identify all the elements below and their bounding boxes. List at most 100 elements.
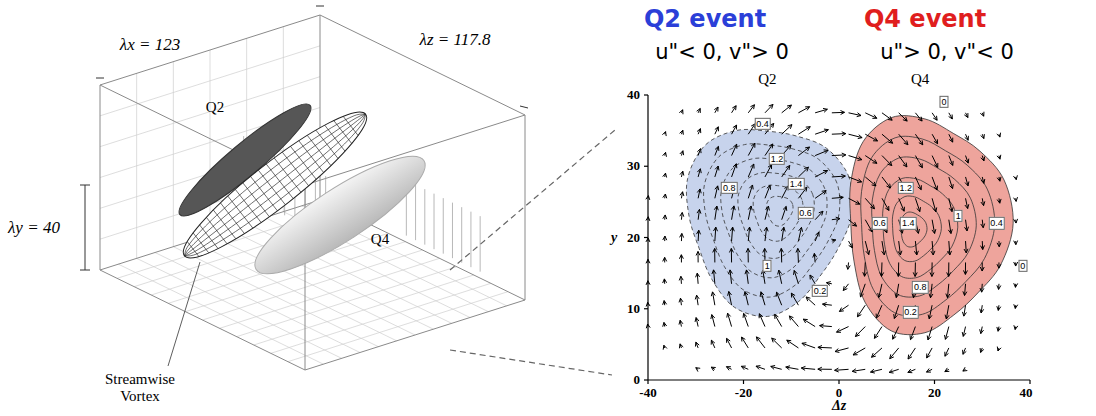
- velocity-vector: [759, 314, 765, 327]
- axis-tick: -40: [639, 386, 656, 401]
- velocity-vector: [711, 315, 715, 327]
- section-line: [415, 185, 416, 241]
- velocity-vector: [715, 166, 719, 177]
- velocity-vector: [882, 177, 891, 188]
- vortex-line: [274, 158, 301, 192]
- velocity-vector: [913, 262, 917, 276]
- axis-line: [743, 380, 744, 384]
- velocity-vector: [997, 284, 1001, 290]
- grid-line: [288, 292, 508, 362]
- velocity-vector: [779, 248, 783, 262]
- contour-label: 0.4: [988, 217, 1005, 229]
- velocity-vector: [726, 367, 731, 371]
- velocity-vector: [1014, 241, 1018, 245]
- velocity-vector: [949, 113, 953, 119]
- velocity-vector: [765, 165, 772, 177]
- velocity-vector: [744, 292, 748, 306]
- velocity-vector: [730, 227, 734, 241]
- velocity-vector: [679, 320, 683, 326]
- velocity-vector: [663, 236, 667, 241]
- velocity-vector: [679, 276, 683, 283]
- contour-line: [892, 196, 941, 262]
- axis-line: [644, 308, 648, 309]
- velocity-vector: [832, 132, 846, 136]
- velocity-vector: [711, 292, 715, 305]
- velocity-vector: [898, 241, 902, 255]
- velocity-vector: [835, 348, 849, 353]
- contour-line: [686, 129, 852, 316]
- velocity-vector: [798, 227, 802, 241]
- velocity-vector: [980, 284, 984, 292]
- velocity-vector: [980, 348, 984, 353]
- velocity-vector: [791, 293, 798, 305]
- contour-line: [721, 158, 827, 278]
- velocity-vector: [1014, 262, 1018, 266]
- velocity-vector: [980, 262, 984, 271]
- velocity-vector: [962, 327, 966, 337]
- velocity-vector: [890, 348, 899, 359]
- velocity-vector: [728, 291, 732, 305]
- velocity-vector: [695, 342, 699, 348]
- contour-line: [901, 212, 927, 247]
- velocity-vector: [963, 284, 967, 296]
- velocity-vector: [680, 212, 684, 219]
- velocity-vector: [981, 198, 985, 205]
- axis-tick: 20: [627, 230, 640, 245]
- velocity-vector: [782, 125, 792, 135]
- velocity-vector: [697, 129, 701, 135]
- velocity-vector: [908, 348, 915, 359]
- velocity-vector: [663, 194, 667, 198]
- velocity-vector: [815, 232, 819, 241]
- velocity-vector: [926, 369, 932, 373]
- velocity-vector: [949, 134, 953, 142]
- velocity-vector: [899, 198, 905, 211]
- velocity-vector: [927, 348, 932, 358]
- box-edge: [525, 115, 526, 300]
- velocity-vector: [679, 110, 683, 114]
- contour-label: 1: [763, 260, 772, 272]
- velocity-vector: [945, 305, 949, 319]
- velocity-vector: [849, 220, 857, 226]
- contour-line: [704, 144, 840, 297]
- velocity-vector: [798, 147, 809, 156]
- axis-tick: -20: [735, 386, 752, 401]
- contour-label: 0.8: [721, 181, 738, 193]
- velocity-vector: [815, 150, 828, 156]
- velocity-vector: [679, 255, 683, 263]
- velocity-vector: [882, 134, 893, 143]
- velocity-vector: [914, 241, 918, 255]
- velocity-vector: [663, 152, 667, 156]
- velocity-vector: [764, 227, 768, 241]
- velocity-vector: [765, 206, 769, 220]
- grid-line: [237, 267, 457, 337]
- velocity-vector: [876, 305, 882, 318]
- velocity-vector: [1013, 175, 1017, 179]
- velocity-vector: [803, 319, 815, 326]
- contour-label: 0.2: [812, 285, 829, 297]
- contour-line: [738, 172, 814, 258]
- velocity-vector: [915, 156, 922, 168]
- velocity-vector: [775, 314, 782, 326]
- contour-label: 1.2: [769, 153, 786, 165]
- velocity-vector: [680, 151, 684, 156]
- velocity-vector: [899, 113, 907, 121]
- vortex-line: [343, 116, 358, 135]
- part-label: Q2: [206, 99, 224, 116]
- dimension-mark: [80, 185, 90, 186]
- velocity-vector: [697, 169, 701, 177]
- velocity-vector: [663, 215, 667, 220]
- velocity-vector: [802, 343, 815, 348]
- section-line: [452, 203, 453, 259]
- velocity-vector: [837, 327, 849, 333]
- condition-label: u"< 0, v"> 0: [655, 40, 789, 64]
- vortex-line: [243, 183, 269, 217]
- velocity-vector: [931, 241, 935, 255]
- vortex-line: [184, 114, 370, 261]
- box-edge: [100, 270, 305, 370]
- velocity-vector: [832, 217, 840, 221]
- vortex-line: [213, 210, 236, 239]
- vortex-line: [251, 176, 278, 210]
- velocity-vector: [997, 198, 1001, 203]
- vortex-line: [184, 114, 365, 256]
- velocity-vector: [932, 220, 936, 234]
